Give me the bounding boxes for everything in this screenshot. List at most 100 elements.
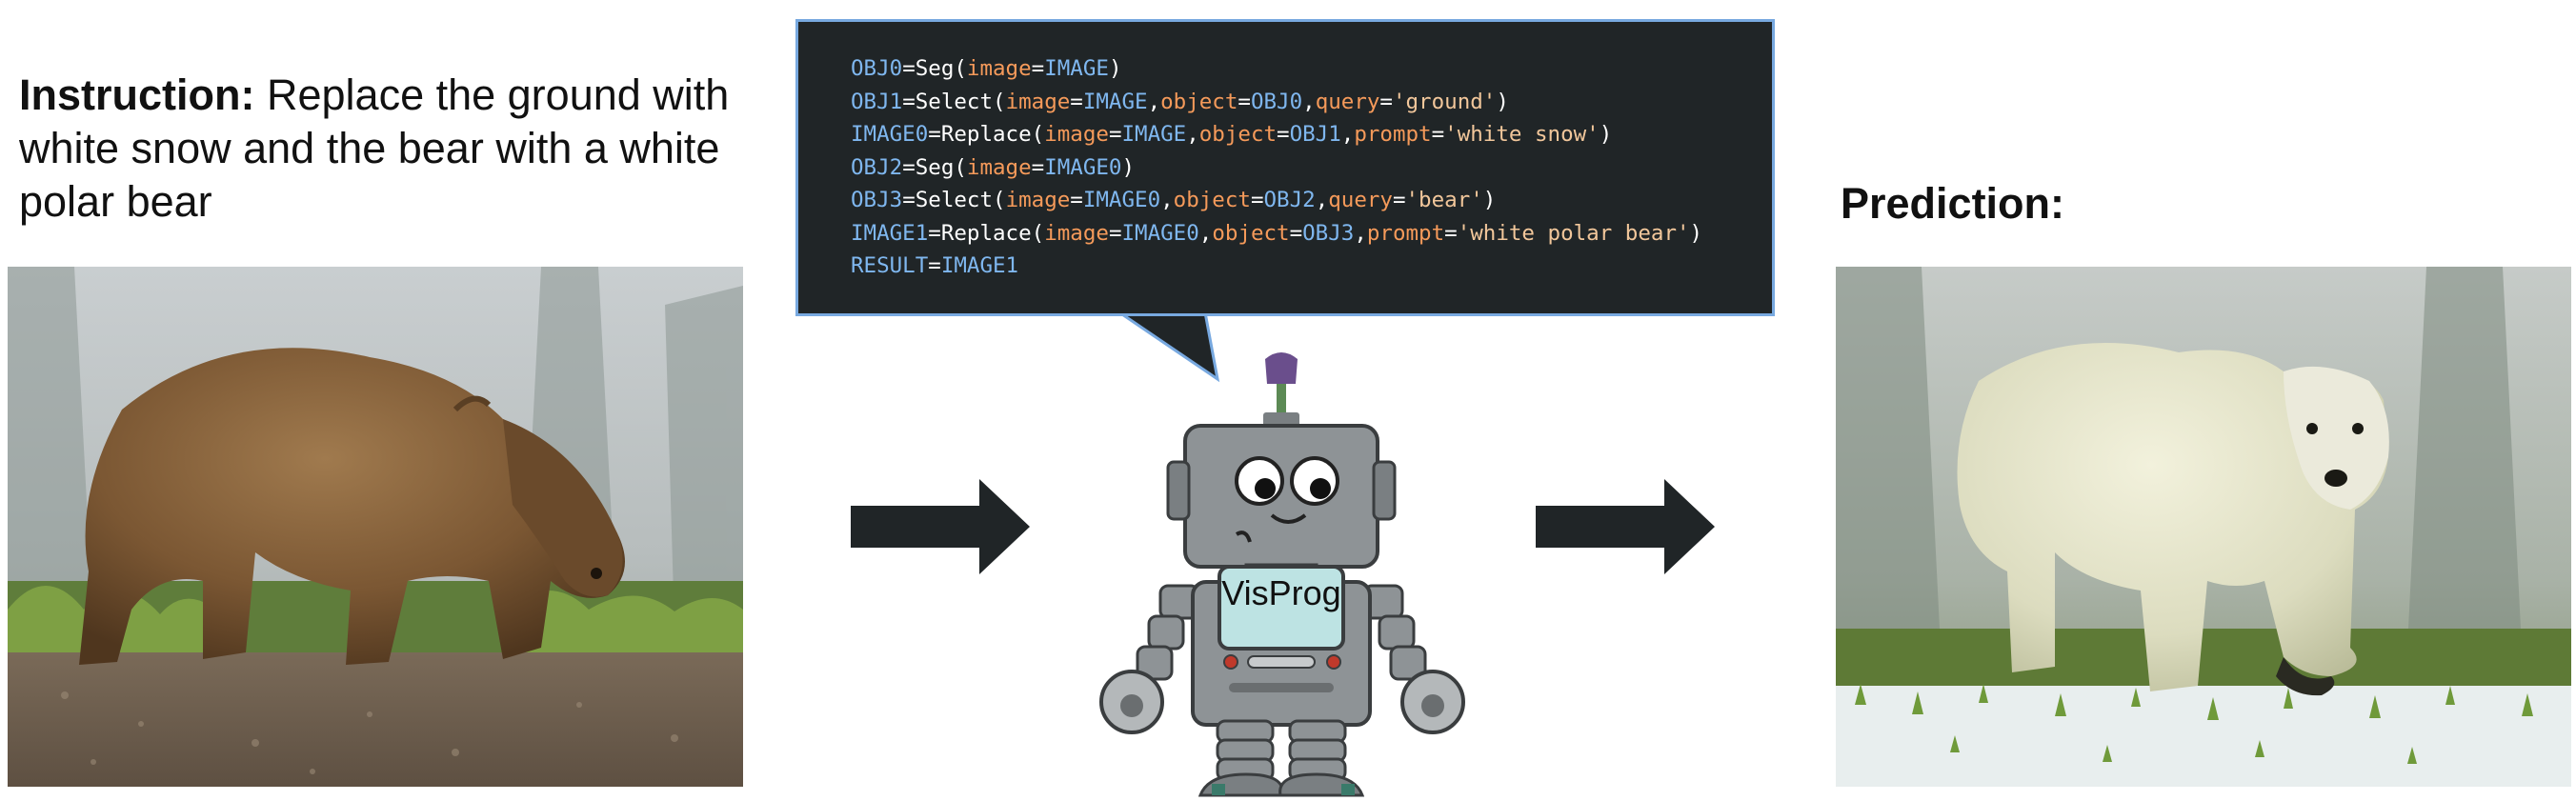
- code-token: IMAGE: [1121, 122, 1187, 147]
- code-token: Select: [915, 89, 994, 114]
- code-token: =: [928, 220, 941, 246]
- robot-antenna: [1277, 381, 1286, 419]
- code-token: =: [928, 253, 941, 278]
- code-token: =: [1238, 89, 1251, 114]
- code-token: OBJ1: [851, 89, 903, 114]
- code-token: ): [1121, 154, 1136, 180]
- code-token: Replace: [940, 220, 1032, 246]
- code-token: query: [1315, 89, 1380, 114]
- code-line: RESULT=IMAGE1: [851, 250, 1702, 283]
- arrow-to-program: [851, 479, 1030, 574]
- input-image-brown-bear: [8, 267, 743, 787]
- code-token: =: [1070, 89, 1083, 114]
- code-token: =: [1108, 122, 1122, 147]
- code-token: prompt: [1354, 122, 1432, 147]
- code-token: Replace: [940, 122, 1032, 147]
- code-token: ): [1482, 188, 1497, 212]
- code-token: =: [902, 154, 916, 180]
- code-token: query: [1328, 188, 1393, 212]
- code-token: ,: [1340, 122, 1355, 147]
- code-token: ): [1496, 89, 1509, 114]
- code-token: (: [1031, 122, 1045, 147]
- code-token: =: [1392, 188, 1406, 212]
- code-token: IMAGE1: [851, 220, 929, 246]
- robot-label: VisProg: [1221, 573, 1341, 612]
- code-token: (: [954, 154, 967, 180]
- code-token: =: [1031, 154, 1045, 180]
- code-token: =: [1431, 122, 1445, 147]
- code-token: =: [1108, 220, 1122, 246]
- code-token: OBJ3: [851, 188, 903, 212]
- code-token: ,: [1160, 188, 1174, 212]
- code-token: =: [1250, 188, 1264, 212]
- code-token: OBJ3: [1302, 220, 1355, 246]
- code-token: OBJ2: [851, 154, 903, 180]
- code-token: RESULT: [851, 253, 929, 278]
- code-token: =: [928, 122, 941, 147]
- code-token: image: [966, 56, 1032, 81]
- robot-arm-left: [1136, 584, 1200, 681]
- instruction-text: Instruction: Replace the ground with whi…: [19, 69, 743, 229]
- code-token: image: [1005, 89, 1071, 114]
- code-token: IMAGE: [1044, 56, 1109, 81]
- code-token: ,: [1302, 89, 1316, 114]
- robot-legs: [1216, 719, 1347, 782]
- code-token: OBJ0: [851, 56, 903, 81]
- code-token: OBJ2: [1263, 188, 1316, 212]
- code-token: 'bear': [1405, 188, 1483, 212]
- code-token: image: [1005, 188, 1071, 212]
- code-token: ,: [1186, 122, 1199, 147]
- code-token: ): [1108, 56, 1122, 81]
- code-token: (: [954, 56, 967, 81]
- code-token: Select: [915, 188, 994, 212]
- code-token: image: [1044, 220, 1109, 246]
- instruction-body: Replace the ground with white snow and t…: [19, 70, 730, 226]
- code-token: ,: [1147, 89, 1161, 114]
- robot-head: [1183, 424, 1379, 569]
- code-line: OBJ3=Select(image=IMAGE0,object=OBJ2,que…: [851, 184, 1702, 217]
- code-token: image: [966, 154, 1032, 180]
- code-line: OBJ0=Seg(image=IMAGE): [851, 52, 1702, 86]
- polar-bear-figure: [1957, 343, 2389, 696]
- instruction-label: Instruction:: [19, 70, 255, 119]
- code-token: IMAGE0: [1044, 154, 1122, 180]
- code-token: 'ground': [1392, 89, 1497, 114]
- code-token: IMAGE1: [940, 253, 1019, 278]
- program-code-bubble: OBJ0=Seg(image=IMAGE)OBJ1=Select(image=I…: [795, 19, 1775, 316]
- code-token: Seg: [915, 56, 955, 81]
- code-token: IMAGE0: [1121, 220, 1199, 246]
- code-token: =: [902, 89, 916, 114]
- code-token: 'white polar bear': [1457, 220, 1690, 246]
- code-token: (: [993, 89, 1006, 114]
- output-image-polar-bear: [1836, 267, 2571, 787]
- robot-mouth: [1270, 513, 1307, 524]
- code-token: =: [1289, 220, 1303, 246]
- code-line: IMAGE0=Replace(image=IMAGE,object=OBJ1,p…: [851, 118, 1702, 151]
- code-token: object: [1198, 122, 1278, 147]
- prediction-label: Prediction:: [1841, 179, 2065, 228]
- code-token: image: [1044, 122, 1109, 147]
- code-token: =: [1444, 220, 1458, 246]
- code-token: IMAGE0: [1082, 188, 1161, 212]
- code-line: OBJ1=Select(image=IMAGE,object=OBJ0,quer…: [851, 86, 1702, 119]
- brown-bear-figure: [79, 348, 625, 665]
- arrow-to-prediction: [1536, 479, 1715, 574]
- code-token: object: [1160, 89, 1238, 114]
- code-token: prompt: [1366, 220, 1445, 246]
- code-token: ,: [1354, 220, 1367, 246]
- code-token: (: [1031, 220, 1045, 246]
- visprog-robot: [1099, 352, 1465, 797]
- code-token: 'white snow': [1444, 122, 1600, 147]
- code-token: =: [1031, 56, 1045, 81]
- code-token: OBJ0: [1250, 89, 1303, 114]
- program-code: OBJ0=Seg(image=IMAGE)OBJ1=Select(image=I…: [851, 52, 1702, 283]
- code-token: IMAGE: [1082, 89, 1148, 114]
- code-token: (: [993, 188, 1006, 212]
- code-line: OBJ2=Seg(image=IMAGE0): [851, 151, 1702, 185]
- code-token: =: [1379, 89, 1393, 114]
- code-token: ,: [1315, 188, 1329, 212]
- code-token: ): [1689, 220, 1703, 246]
- code-token: =: [902, 56, 916, 81]
- code-token: object: [1212, 220, 1290, 246]
- code-token: object: [1173, 188, 1251, 212]
